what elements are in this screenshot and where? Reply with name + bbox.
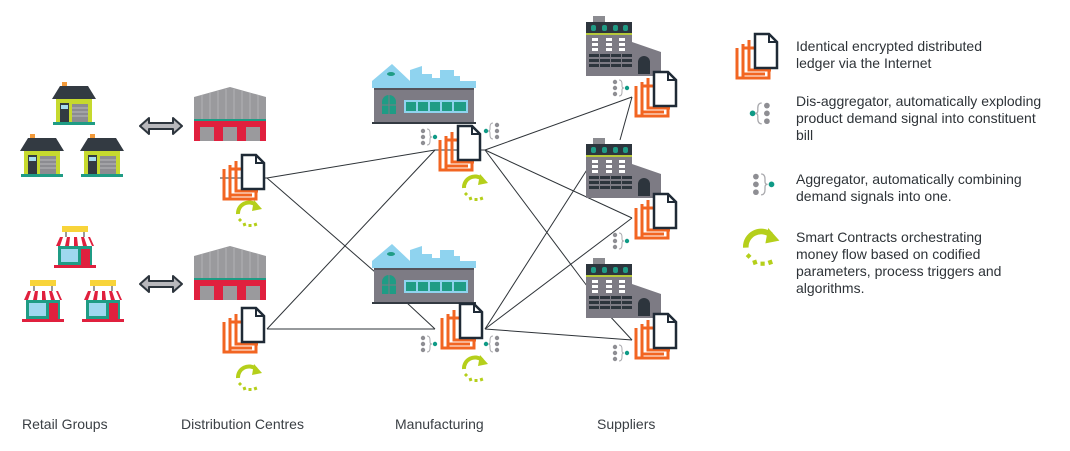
legend-text-disaggregator: Dis-aggregator, automatically exploding … [796, 93, 1042, 143]
column-label-suppliers: Suppliers [597, 416, 656, 432]
disaggregator-icon [483, 335, 500, 353]
smart-contract-icon [461, 353, 490, 384]
supplier-building-icon [586, 138, 661, 198]
aggregator-icon [612, 232, 630, 250]
house-icon [19, 133, 65, 178]
connection-line [405, 301, 436, 330]
legend-text-smart-contract: Smart Contracts orchestrating money flow… [796, 229, 1002, 296]
shop-icon [53, 225, 97, 269]
connection-line [266, 149, 436, 330]
ledger-stack-icon [222, 153, 266, 201]
legend-icons [735, 32, 780, 266]
ledger-stack-icon [222, 306, 266, 354]
aggregator-icon [612, 344, 630, 362]
house-icon [79, 133, 125, 178]
disaggregator-icon [483, 122, 500, 140]
factory-icon [371, 243, 477, 305]
connection-line [484, 96, 633, 151]
legend-smart-contract-icon [746, 228, 780, 266]
smart-contract-icon [235, 362, 264, 393]
bidirectional-arrow-icon [139, 117, 183, 135]
smart-contract-icon [461, 172, 490, 203]
ledger-stack-icon [634, 70, 678, 118]
shop-icon [21, 279, 65, 323]
retail-shop-group [21, 225, 125, 323]
connection-line [484, 149, 633, 219]
warehouse-icon [193, 86, 267, 142]
connection-lines [220, 96, 633, 341]
supplier-building-icon [586, 258, 661, 318]
connection-line [484, 164, 591, 330]
aggregator-icon [420, 335, 438, 353]
aggregator-icon [612, 79, 630, 97]
aggregator-icon [420, 128, 438, 146]
ledger-stack-icon [634, 312, 678, 360]
legend-text-ledger: Identical encrypted distributed ledger v… [796, 38, 982, 71]
legend-text-aggregator: Aggregator, automatically combining dema… [796, 171, 1022, 204]
ledger-stack-icon [440, 302, 484, 350]
bidirectional-arrow-icon [139, 275, 183, 293]
connection-line [619, 96, 633, 141]
shop-icon [81, 279, 125, 323]
smart-contract-icon [235, 198, 264, 229]
connection-line [484, 328, 633, 341]
ledger-stack-icon [634, 192, 678, 240]
factory-icon [371, 63, 477, 125]
ledger-stack-icon [438, 124, 482, 172]
legend-ledger-stack-icon [735, 32, 779, 80]
legend-aggregator-icon [752, 173, 776, 196]
retail-house-group [19, 81, 125, 178]
legend-disaggregator-icon [749, 102, 771, 125]
column-label-retail-groups: Retail Groups [22, 416, 108, 432]
connection-line [484, 149, 591, 291]
connection-line [266, 149, 436, 179]
column-label-distribution-centres: Distribution Centres [181, 416, 304, 432]
connection-line [484, 217, 633, 330]
warehouse-icon [193, 245, 267, 301]
supplier-building-icon [586, 16, 661, 76]
column-label-manufacturing: Manufacturing [395, 416, 484, 432]
house-icon [51, 81, 97, 126]
connection-line [266, 177, 376, 273]
